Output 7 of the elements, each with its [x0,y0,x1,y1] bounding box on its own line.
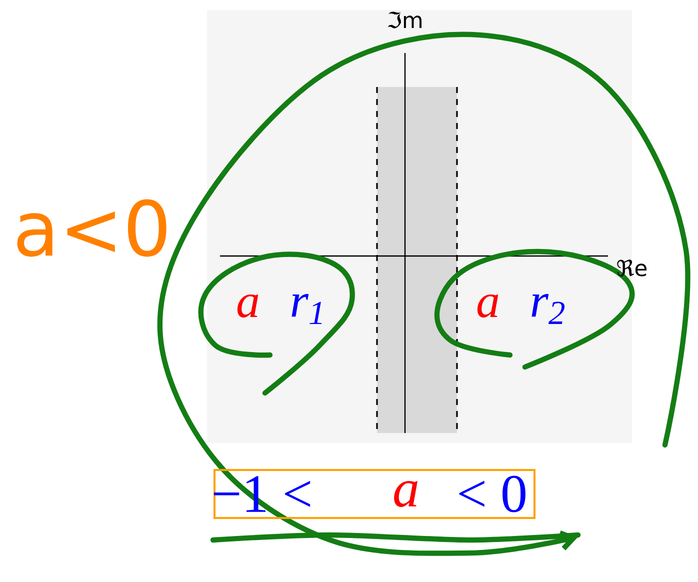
axis-label: ℜe [617,260,647,276]
axis-label: ℑm [388,12,422,28]
root-label: a [477,294,498,318]
root-label: r$_{1}$ [292,294,322,324]
handwritten-note: a<0 [17,199,166,257]
root-label: a [237,294,258,318]
root-label: r$_{2}$ [532,294,564,324]
